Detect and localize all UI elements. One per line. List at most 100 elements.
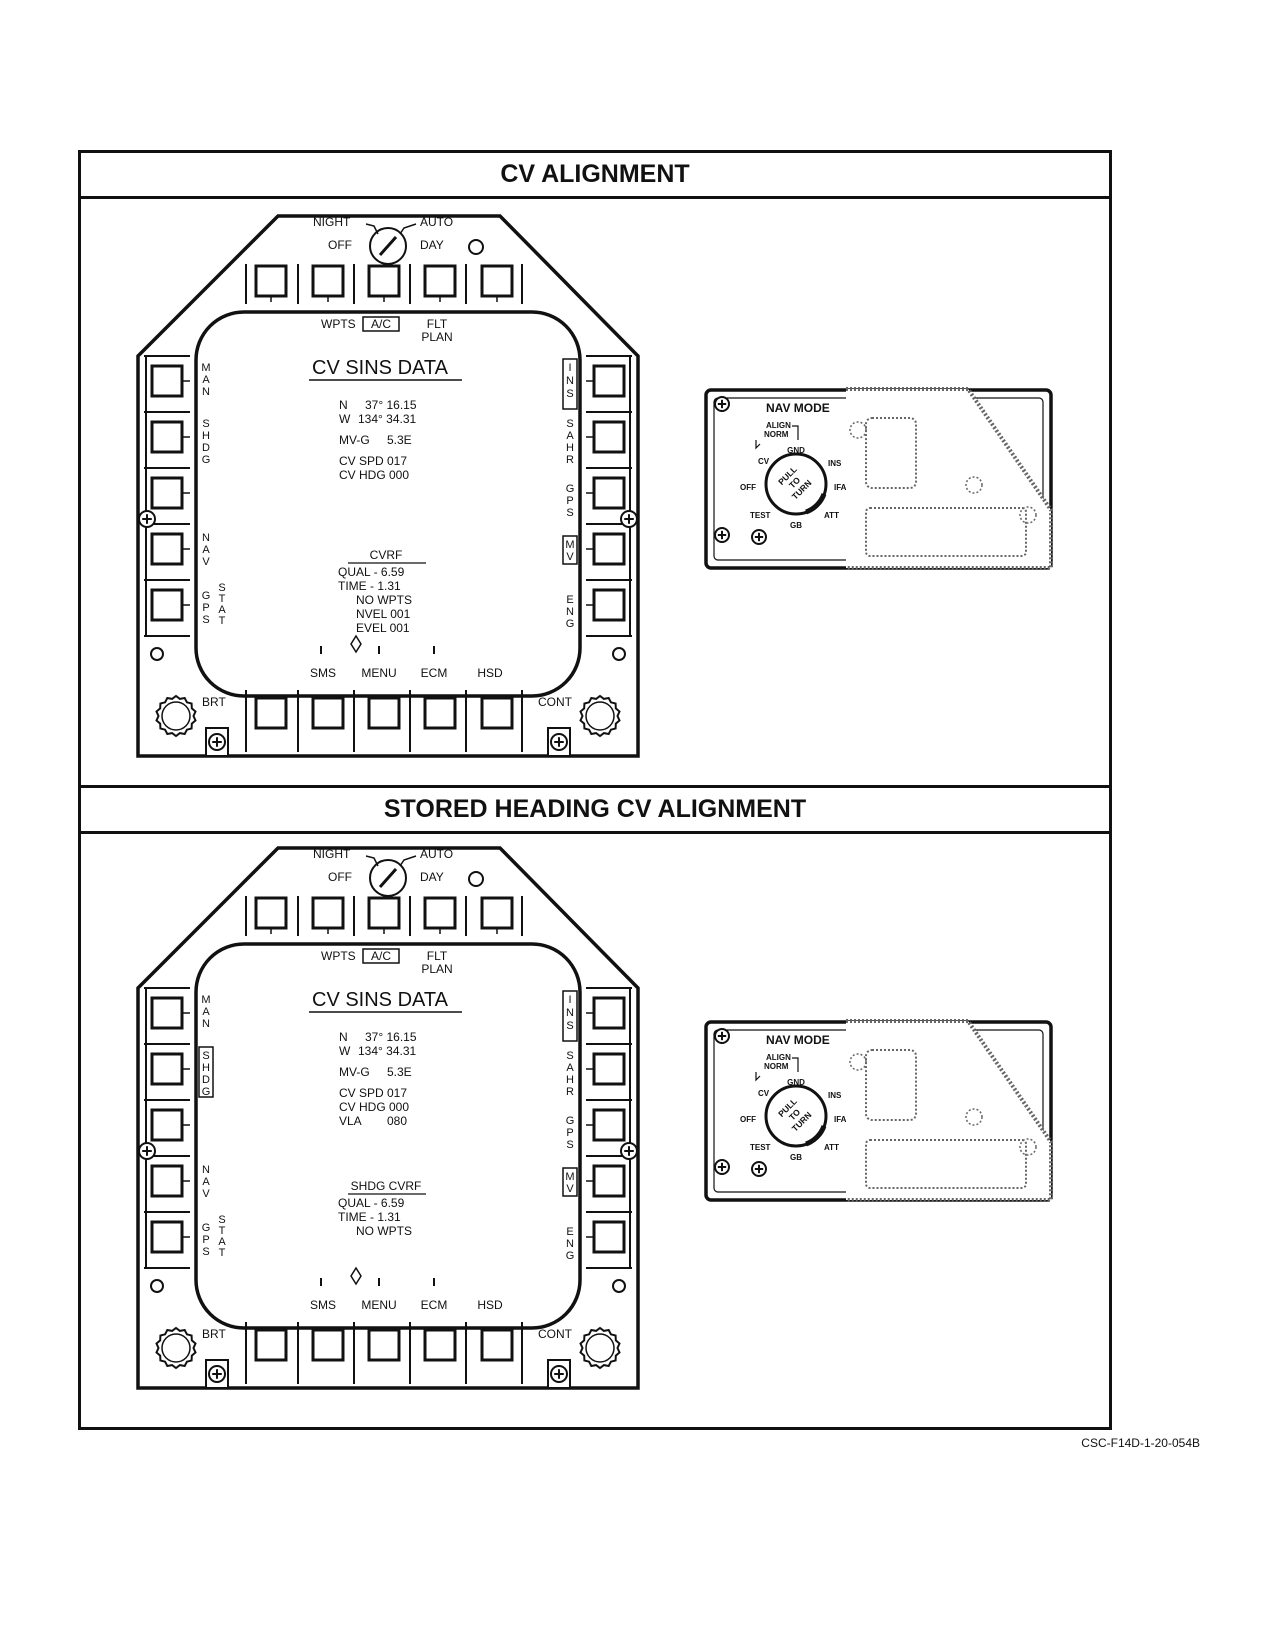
osb-right-2[interactable] <box>592 1052 626 1086</box>
osb-right-3[interactable] <box>592 476 626 510</box>
label-man-char: A <box>202 1006 210 1018</box>
label-ins-char: N <box>566 375 574 387</box>
mfd-display <box>194 942 582 1330</box>
longitude-label: W <box>339 412 351 426</box>
osb-left-1[interactable] <box>150 364 184 398</box>
brt-knob[interactable] <box>155 694 197 738</box>
indicator-right <box>612 1279 626 1293</box>
nav-mode-knob[interactable] <box>764 452 828 516</box>
label-man-char: A <box>202 374 210 386</box>
label-ins-char: S <box>566 388 573 400</box>
osb-left-4[interactable] <box>150 1164 184 1198</box>
nav-position-test: TEST <box>750 511 771 520</box>
cv-speed: CV SPD 017 <box>339 454 407 468</box>
osb-left-5[interactable] <box>150 588 184 622</box>
nav-position-cv: CV <box>758 1089 770 1098</box>
nav-mode-knob[interactable] <box>764 1084 828 1148</box>
label-shdg: SHDG <box>202 418 211 466</box>
subsection-title: CVRF <box>370 548 403 562</box>
osb-left-2[interactable] <box>150 420 184 454</box>
label-shdg-char: H <box>202 1062 210 1074</box>
osb-left-2[interactable] <box>150 1052 184 1086</box>
label-hsd: HSD <box>477 1298 503 1312</box>
osb-left-3[interactable] <box>150 1108 184 1142</box>
osb-bottom-3[interactable] <box>367 696 401 730</box>
nav-position-att: ATT <box>824 511 839 520</box>
knob-label-auto: AUTO <box>420 215 453 229</box>
osb-top-4[interactable] <box>423 896 457 930</box>
east-velocity: EVEL 001 <box>356 621 410 635</box>
label-gps-left: GPS <box>202 590 211 626</box>
indicator-light <box>468 239 484 255</box>
osb-top-3[interactable] <box>367 264 401 298</box>
nav-position-norm: NORM <box>764 1062 789 1071</box>
osb-right-4[interactable] <box>592 532 626 566</box>
nav-position-align: ALIGN <box>766 421 791 430</box>
osb-right-1[interactable] <box>592 364 626 398</box>
figure-frame: CV ALIGNMENT STORED HEADING CV ALIGNMENT <box>78 150 1112 1430</box>
nav-position-gnd: GND <box>787 1078 805 1087</box>
osb-right-4[interactable] <box>592 1164 626 1198</box>
label-ins-box <box>562 358 578 410</box>
label-man-char: M <box>201 994 210 1006</box>
mode-knob-pointer <box>378 236 398 256</box>
osb-bottom-2[interactable] <box>311 1328 345 1362</box>
osb-left-5[interactable] <box>150 1220 184 1254</box>
label-sms: SMS <box>310 1298 336 1312</box>
mag-var-value: 5.3E <box>387 1065 412 1079</box>
label-gps-right-char: P <box>566 495 573 507</box>
osb-top-1[interactable] <box>254 896 288 930</box>
osb-bottom-5[interactable] <box>480 696 514 730</box>
nav-screw-3 <box>751 529 767 545</box>
waypoint-diamond <box>350 1266 362 1286</box>
nav-position-gb: GB <box>790 521 802 530</box>
osb-left-1[interactable] <box>150 996 184 1030</box>
osb-right-2[interactable] <box>592 420 626 454</box>
quality-value: QUAL - 6.59 <box>338 565 405 579</box>
osb-top-2[interactable] <box>311 264 345 298</box>
label-gps-right-char: P <box>566 1127 573 1139</box>
osb-top-1[interactable] <box>254 264 288 298</box>
screw-left <box>138 510 156 528</box>
label-ins-char: I <box>568 994 571 1006</box>
label-stat-char: T <box>219 1247 226 1259</box>
label-ins-char: I <box>568 362 571 374</box>
osb-bottom-4[interactable] <box>423 1328 457 1362</box>
cont-knob[interactable] <box>579 1326 621 1370</box>
label-ac: A/C <box>371 317 391 331</box>
osb-top-2[interactable] <box>311 896 345 930</box>
osb-right-5[interactable] <box>592 588 626 622</box>
knob-label-night: NIGHT <box>313 847 351 861</box>
osb-bottom-1[interactable] <box>254 1328 288 1362</box>
label-shdg-char: D <box>202 1074 210 1086</box>
label-stat-char: S <box>218 582 225 594</box>
label-shdg-char: H <box>202 430 210 442</box>
osb-top-4[interactable] <box>423 264 457 298</box>
osb-right-3[interactable] <box>592 1108 626 1142</box>
osb-right-1[interactable] <box>592 996 626 1030</box>
osb-top-5[interactable] <box>480 264 514 298</box>
cv-speed: CV SPD 017 <box>339 1086 407 1100</box>
figure-id: CSC-F14D-1-20-054B <box>1081 1436 1200 1450</box>
label-mv-char: V <box>566 551 574 563</box>
time-value: TIME - 1.31 <box>338 1210 401 1224</box>
brt-knob[interactable] <box>155 1326 197 1370</box>
osb-bottom-4[interactable] <box>423 696 457 730</box>
label-sahr-char: A <box>566 430 574 442</box>
waypoint-diamond <box>350 634 362 654</box>
osb-right-5[interactable] <box>592 1220 626 1254</box>
osb-left-4[interactable] <box>150 532 184 566</box>
label-brt: BRT <box>202 1327 226 1341</box>
cont-knob[interactable] <box>579 694 621 738</box>
osb-bottom-2[interactable] <box>311 696 345 730</box>
osb-bottom-3[interactable] <box>367 1328 401 1362</box>
label-gps-left: GPS <box>202 1222 211 1258</box>
label-nav-char: V <box>202 556 210 568</box>
osb-bottom-5[interactable] <box>480 1328 514 1362</box>
osb-bottom-1[interactable] <box>254 696 288 730</box>
osb-top-3[interactable] <box>367 896 401 930</box>
osb-top-5[interactable] <box>480 896 514 930</box>
label-gps-right-char: G <box>566 483 575 495</box>
osb-left-3[interactable] <box>150 476 184 510</box>
time-value: TIME - 1.31 <box>338 579 401 593</box>
